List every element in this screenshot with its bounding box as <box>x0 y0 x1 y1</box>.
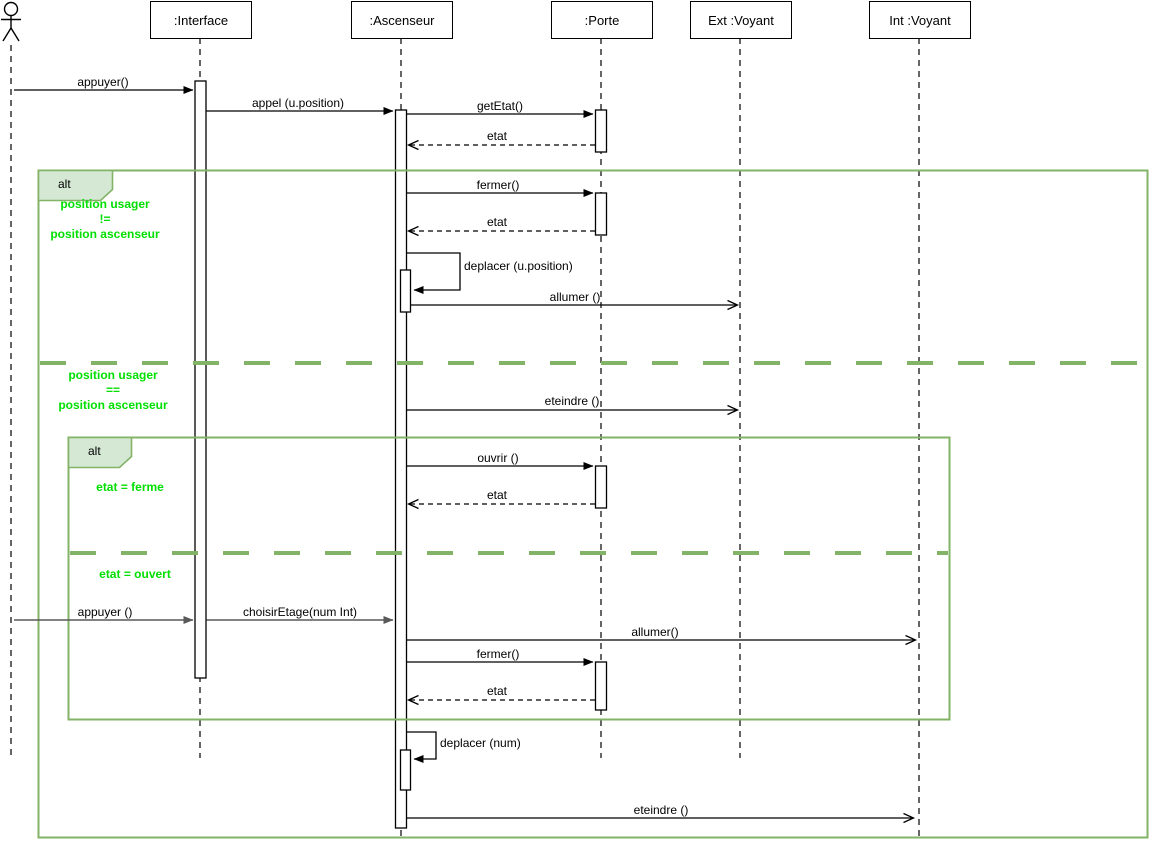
inner-alt-fragment <box>67 436 951 721</box>
ascenseur-activation <box>394 109 408 829</box>
interface-activation <box>194 80 207 679</box>
fermer1-label: fermer() <box>476 178 520 192</box>
etat4-label: etat <box>486 684 508 698</box>
outer-guard-bottom-line3: position ascenseur <box>58 398 168 412</box>
outer-alt-operator-pentagon <box>37 169 114 202</box>
outer-guard-bottom-line2: == <box>105 383 120 397</box>
deplacer-u-self-arrow <box>406 252 461 294</box>
fermer2-label: fermer() <box>476 647 520 661</box>
outer-guard-top: position usager != position ascenseur <box>25 197 185 242</box>
appel-label: appel (u.position) <box>251 96 345 110</box>
outer-alt-operator-label: alt <box>58 177 71 191</box>
deplacer-num-self-arrow <box>406 731 437 763</box>
ascenseur-nested-activation-2 <box>399 749 412 791</box>
porte-activation-4 <box>594 661 608 711</box>
deplacer-num-label: deplacer (num) <box>440 736 521 750</box>
choisiretage-label: choisirEtage(num Int) <box>242 605 358 619</box>
appuyer2-label: appuyer () <box>77 605 133 619</box>
lifeline-head-interface: :Interface <box>150 1 252 39</box>
inner-guard-top: etat = ferme <box>96 480 164 494</box>
lifeline-head-ext-voyant: Ext :Voyant <box>690 1 792 39</box>
outer-guard-bottom-line1: position usager <box>68 368 158 382</box>
eteindre-ext-label: eteindre () <box>544 394 600 408</box>
actor-icon <box>1 1 21 42</box>
appuyer1-label: appuyer() <box>77 75 129 89</box>
porte-activation-1 <box>594 109 608 153</box>
lifeline-head-ascenseur: :Ascenseur <box>351 1 453 39</box>
outer-guard-top-line2: != <box>99 212 111 226</box>
outer-guard-top-line3: position ascenseur <box>50 227 160 241</box>
lifeline-head-int-voyant: Int :Voyant <box>869 1 971 39</box>
outer-guard-top-line1: position usager <box>60 197 150 211</box>
lifeline-head-porte: :Porte <box>551 1 653 39</box>
etat1-label: etat <box>486 129 508 143</box>
outer-alt-fragment <box>37 169 1149 839</box>
allumer-int-label: allumer() <box>631 625 679 639</box>
ouvrir-label: ouvrir () <box>477 451 519 465</box>
porte-activation-3 <box>594 465 608 509</box>
getetat-label: getEtat() <box>476 99 524 113</box>
porte-activation-2 <box>594 192 608 236</box>
inner-alt-operator-pentagon <box>67 436 133 469</box>
allumer-ext-label: allumer () <box>549 290 601 304</box>
eteindre-int-label: eteindre () <box>633 803 689 817</box>
ascenseur-nested-activation-1 <box>399 269 412 313</box>
inner-guard-bottom: etat = ouvert <box>99 567 171 581</box>
outer-guard-bottom: position usager == position ascenseur <box>33 368 193 413</box>
etat2-label: etat <box>486 215 508 229</box>
deplacer-u-label: deplacer (u.position) <box>464 259 573 273</box>
etat3-label: etat <box>486 488 508 502</box>
inner-alt-operator-label: alt <box>88 444 101 458</box>
